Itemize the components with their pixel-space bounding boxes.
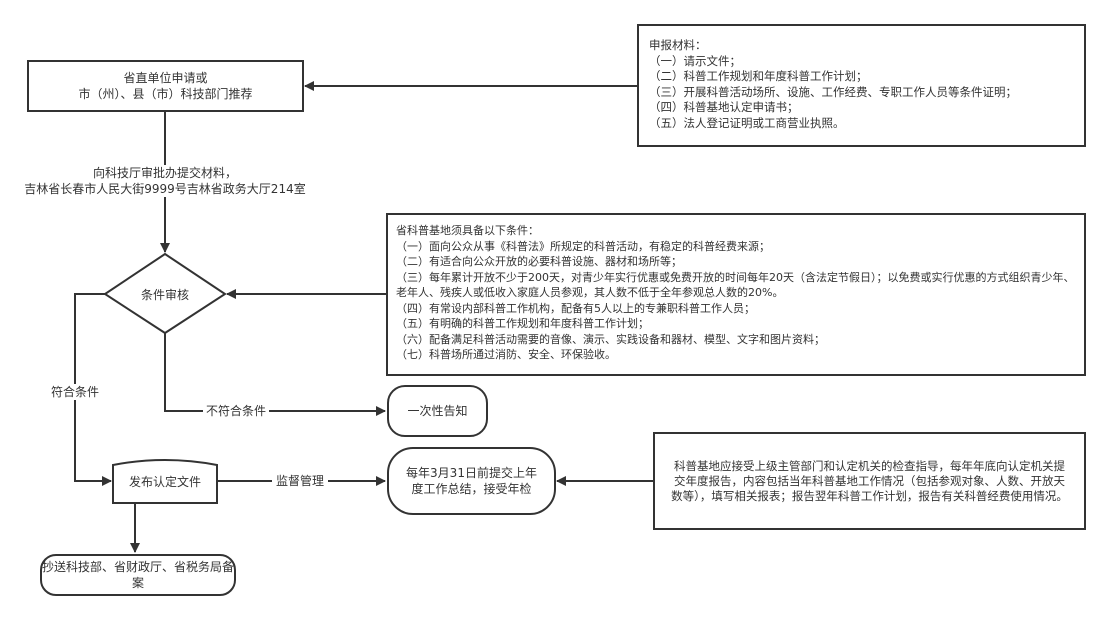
edge-pass-label-text: 符合条件 [50,385,99,399]
node-apply-line2: 市（州）、县（市）科技部门推荐 [78,87,253,101]
note-materials-item: （五）法人登记证明或工商营业执照。 [649,115,845,130]
note-conditions-item: （六）配备满足科普活动需要的音像、演示、实践设备和器材、模型、文字和图片资料； [396,332,825,346]
node-apply-line1: 省直单位申请或 [123,71,208,85]
note-conditions-item: （七）科普场所通过消防、安全、环保验收。 [396,348,616,361]
note-materials-item: （一）请示文件； [649,53,741,68]
node-apply[interactable]: 省直单位申请或 市（州）、县（市）科技部门推荐 [27,60,304,112]
edge-submit-label: 向科技厅审批办提交材料， 吉林省长春市人民大街9999号吉林省政务大厅214室 [12,165,318,197]
note-conditions-item: （二）有适合向公众开放的必要科普设施、器材和场所等； [396,255,682,268]
node-annual-line2: 度工作总结，接受年检 [411,482,532,496]
node-notify[interactable]: 一次性告知 [387,385,488,437]
edge-pass-label: 符合条件 [46,384,104,400]
node-review[interactable]: 条件审核 [105,286,225,303]
node-filing[interactable]: 抄送科技部、省财政厅、省税务局备案 [40,554,236,596]
issue-document-shape [112,459,218,504]
note-materials: 申报材料： （一）请示文件； （二）科普工作规划和年度科普工作计划； （三）开展… [637,24,1086,147]
node-notify-label: 一次性告知 [407,404,468,418]
node-filing-label: 抄送科技部、省财政厅、省税务局备案 [42,560,235,590]
note-conditions-item: （五）有明确的科普工作规划和年度科普工作计划； [396,317,649,330]
edge-supervise-label: 监督管理 [272,473,328,489]
node-issue[interactable]: 发布认定文件 [113,473,217,490]
review-diamond-shape [103,252,227,335]
edge-submit-label-line1: 向科技厅审批办提交材料， [92,166,237,180]
note-conditions-item: （一）面向公众从事《科普法》所规定的科普活动，有稳定的科普经费来源； [396,239,770,253]
node-issue-label: 发布认定文件 [128,475,201,489]
edge-review-to-notify [164,333,386,416]
note-materials-title: 申报材料： [649,38,707,52]
edge-fail-label: 不符合条件 [203,403,269,419]
edge-fail-label-text: 不符合条件 [205,404,266,418]
note-inspection: 科普基地应接受上级主管部门和认定机关的检查指导，每年年底向认定机关提交年度报告，… [653,432,1086,530]
edge-supervise-label-text: 监督管理 [275,474,324,488]
edge-submit-label-line2: 吉林省长春市人民大街9999号吉林省政务大厅214室 [24,182,306,196]
note-inspection-text: 科普基地应接受上级主管部门和认定机关的检查指导，每年年底向认定机关提交年度报告，… [671,458,1068,503]
note-conditions: 省科普基地须具备以下条件： （一）面向公众从事《科普法》所规定的科普活动，有稳定… [386,213,1086,376]
note-conditions-item: （三）每年累计开放不少于200天，对青少年实行优惠或免费开放的时间每年20天（含… [396,270,1075,300]
node-annual[interactable]: 每年3月31日前提交上年 度工作总结，接受年检 [387,447,556,515]
node-annual-line1: 每年3月31日前提交上年 [406,466,537,480]
note-conditions-item: （四）有常设内部科普工作机构，配备有5人以上的专兼职科普工作人员； [396,301,755,315]
node-review-label: 条件审核 [140,288,189,302]
note-materials-item: （四）科普基地认定申请书； [649,100,799,114]
note-materials-item: （二）科普工作规划和年度科普工作计划； [649,69,868,83]
note-materials-item: （三）开展科普活动场所、设施、工作经费、专职工作人员等条件证明； [649,84,1017,99]
note-conditions-title: 省科普基地须具备以下条件： [396,224,539,237]
